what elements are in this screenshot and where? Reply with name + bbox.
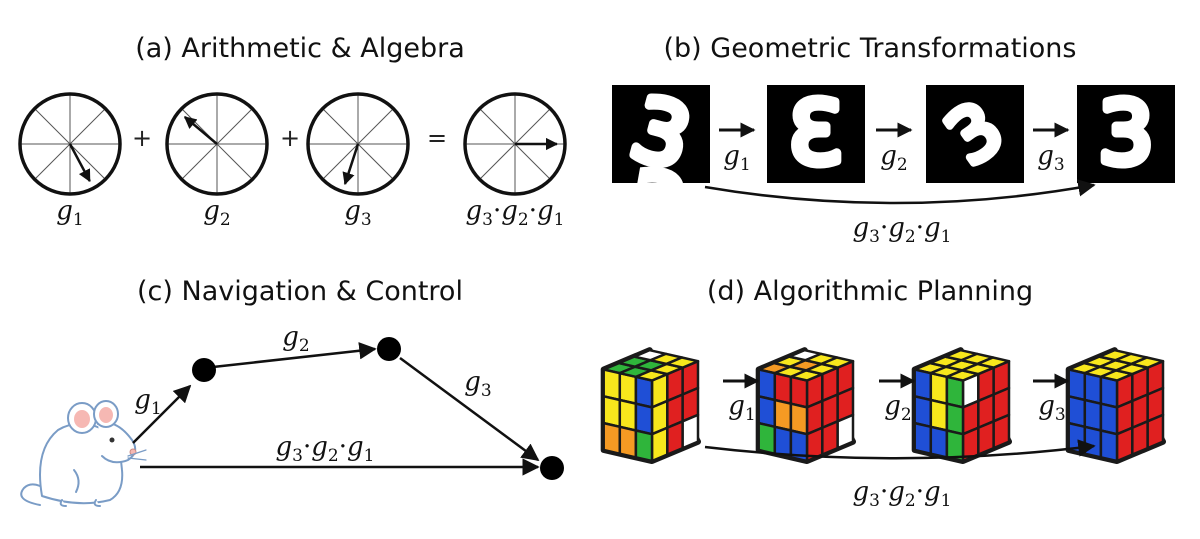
svg-text:3: 3	[1099, 84, 1154, 184]
step-arrow-g2: g2	[879, 373, 916, 425]
dial	[463, 92, 567, 196]
panel-b-title: (b) Geometric Transformations	[663, 33, 1076, 64]
path-label-g3: g3	[464, 367, 491, 401]
digit-image: 3	[926, 85, 1024, 183]
panel-c: (c) Navigation & Control g1 g2 g3 g3·g2·…	[20, 276, 564, 507]
step-arrow-g3: g3	[1033, 122, 1070, 175]
path-label-composite: g3·g2·g1	[276, 432, 375, 466]
step-arrow-g1: g1	[719, 122, 756, 175]
path-arrow-g3	[399, 356, 540, 462]
path-label-g1: g1	[134, 385, 161, 419]
dial-label-g3: g3	[344, 196, 371, 230]
step-label-g3: g3	[1037, 141, 1064, 175]
dial	[165, 92, 269, 196]
mouse-icon	[20, 400, 147, 507]
waypoint	[540, 456, 564, 480]
dial-hand	[183, 116, 218, 145]
step-label-g1: g1	[723, 141, 750, 175]
step-label-g3: g3	[1038, 391, 1065, 425]
dial-label-g2: g2	[203, 196, 230, 230]
path-arrow-g1	[132, 384, 192, 444]
panel-c-title: (c) Navigation & Control	[137, 276, 463, 307]
path-label-g2: g2	[282, 322, 309, 356]
dial	[18, 92, 122, 196]
rubiks-cube-icon	[600, 347, 701, 465]
path-arrow-g2	[212, 342, 377, 369]
composite-label: g3·g2·g1	[853, 477, 952, 511]
waypoint	[192, 358, 216, 382]
digit-image: 3	[767, 84, 865, 184]
dial-label-composite: g3·g2·g1	[466, 196, 565, 230]
cube-row	[600, 347, 1166, 465]
step-label-g2: g2	[880, 141, 907, 175]
dial-label-g1: g1	[56, 196, 83, 230]
rubiks-cube-icon	[755, 347, 856, 465]
rubiks-cube-icon	[911, 347, 1012, 465]
step-arrow-g1: g1	[723, 373, 760, 425]
step-label-g1: g1	[728, 391, 755, 425]
equals-operator: =	[427, 124, 447, 152]
composite-arrow	[704, 179, 1096, 205]
step-arrow-g3: g3	[1033, 373, 1070, 425]
digit-image: 33	[612, 85, 710, 183]
dial-hand	[68, 143, 91, 183]
composite-arrow	[704, 439, 1096, 460]
plus-operator: +	[280, 124, 300, 152]
panel-a: (a) Arithmetic & Algebra + + = g1 g2 g3 …	[18, 33, 567, 230]
composite-label: g3·g2·g1	[853, 213, 952, 247]
plus-operator: +	[132, 124, 152, 152]
panel-d-title: (d) Algorithmic Planning	[707, 276, 1033, 307]
svg-text:3: 3	[789, 84, 844, 184]
rubiks-cube-icon	[1065, 347, 1166, 465]
step-label-g2: g2	[884, 391, 911, 425]
digit-image: 3	[1077, 84, 1175, 184]
dial-hand	[342, 143, 360, 186]
panel-d: (d) Algorithmic Planning g1 g2 g3 g3·g2·…	[600, 276, 1166, 511]
waypoint	[377, 337, 401, 361]
step-arrow-g2: g2	[876, 122, 913, 175]
dial-row	[18, 92, 567, 196]
panel-a-title: (a) Arithmetic & Algebra	[135, 33, 465, 64]
dial	[306, 92, 410, 196]
